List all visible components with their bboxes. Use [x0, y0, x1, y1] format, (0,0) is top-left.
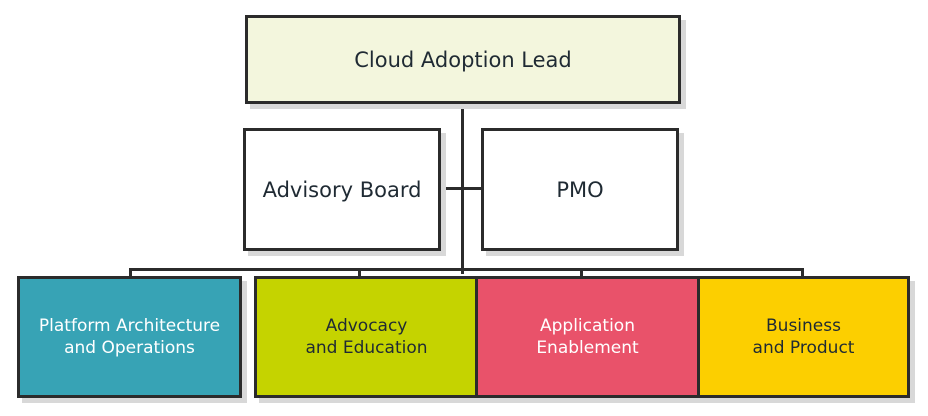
cloud-adoption-lead-box: Cloud Adoption Lead [245, 15, 681, 104]
team-box-advocacy-education: Advocacy and Education [254, 276, 479, 398]
connector-drop-1 [129, 268, 132, 276]
pmo-label: PMO [556, 177, 604, 202]
connector-drop-4 [801, 268, 804, 276]
team-box-platform-architecture: Platform Architecture and Operations [17, 276, 242, 398]
connector-advisory-pmo [441, 187, 481, 190]
team-label-application-enablement: Application Enablement [536, 316, 639, 358]
team-label-business-product: Business and Product [752, 316, 855, 358]
team-box-application-enablement: Application Enablement [475, 276, 700, 398]
connector-drop-2 [358, 268, 361, 276]
connector-horizontal-bus [129, 268, 804, 271]
connector-drop-3 [580, 268, 583, 276]
team-label-advocacy-education: Advocacy and Education [305, 316, 428, 358]
cloud-adoption-lead-label: Cloud Adoption Lead [354, 47, 572, 72]
pmo-box: PMO [481, 128, 679, 251]
team-label-platform-architecture: Platform Architecture and Operations [38, 316, 221, 358]
advisory-board-box: Advisory Board [243, 128, 441, 251]
team-box-business-product: Business and Product [697, 276, 910, 398]
advisory-board-label: Advisory Board [262, 177, 422, 202]
